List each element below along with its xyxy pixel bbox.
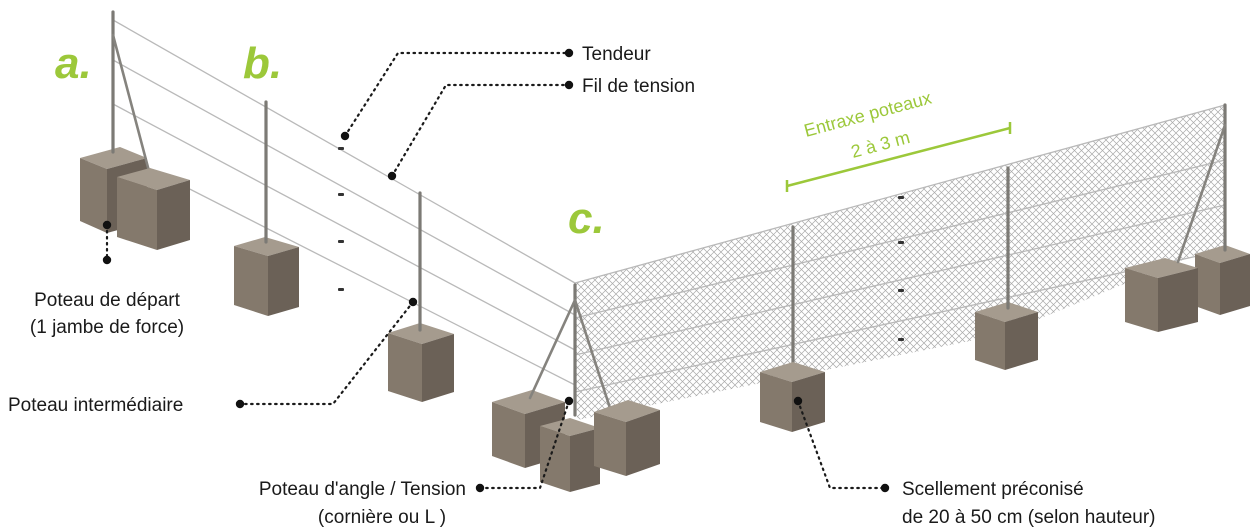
label-poteau-depart-2: (1 jambe de force) (30, 317, 184, 338)
label-a: a. (55, 39, 92, 88)
leader-dots (102, 48, 890, 493)
posts (111, 10, 1227, 417)
concrete-block-mid (760, 362, 825, 432)
concrete-block-right-strut (1125, 258, 1198, 332)
label-poteau-depart-1: Poteau de départ (34, 290, 181, 311)
tensioners (338, 147, 904, 341)
label-poteau-angle-2: (cornière ou L ) (318, 507, 446, 528)
tension-wires-right (574, 104, 1226, 393)
label-b: b. (243, 39, 282, 88)
concrete-block-right-mid (975, 302, 1038, 370)
leader-lines (105, 51, 884, 490)
label-poteau-angle-1: Poteau d'angle / Tension (259, 479, 466, 500)
label-tendeur: Tendeur (582, 44, 651, 65)
concrete-block-c-front (540, 418, 600, 492)
leader-scellement (796, 399, 884, 490)
concrete-block-b (234, 237, 299, 316)
leader-poteau-angle (481, 399, 571, 490)
chain-link-mesh (575, 105, 1225, 420)
concrete-block-intermediate (388, 323, 454, 402)
label-fil-tension: Fil de tension (582, 76, 695, 97)
leader-tendeur (343, 51, 569, 138)
concrete-block-a-front (117, 168, 190, 250)
leader-poteau-intermediaire (241, 300, 415, 406)
spacing-label-line1: Entraxe poteaux (802, 88, 934, 141)
label-c: c. (568, 194, 605, 243)
label-scellement-1: Scellement préconisé (902, 479, 1084, 500)
concrete-block-c-right (594, 400, 660, 476)
concrete-block-right-back (1195, 245, 1250, 315)
label-poteau-intermediaire: Poteau intermédiaire (8, 395, 183, 416)
label-scellement-2: de 20 à 50 cm (selon hauteur) (902, 507, 1156, 528)
leader-fil-tension (390, 83, 569, 178)
